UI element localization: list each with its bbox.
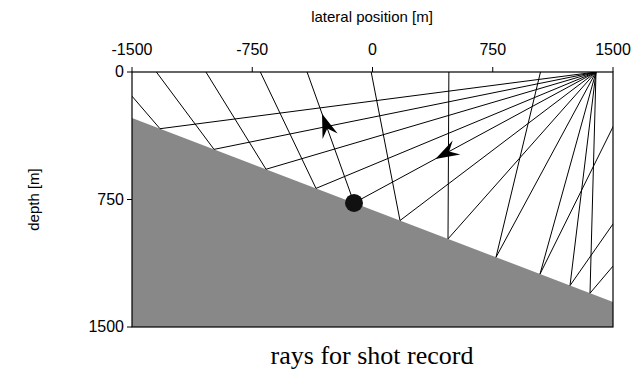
axis-ticks (127, 67, 613, 327)
axis-title: lateral position [m] (311, 9, 433, 24)
y-tick (127, 327, 132, 328)
up-ray (590, 72, 613, 293)
down-ray (160, 72, 596, 129)
up-ray (132, 72, 354, 203)
down-ray (354, 72, 596, 203)
up-ray (166, 72, 400, 221)
up-ray (132, 72, 316, 188)
ray-arrowhead (322, 114, 338, 139)
down-ray (496, 72, 596, 257)
down-ray (316, 72, 596, 188)
x-tick (492, 67, 493, 72)
down-ray (590, 72, 596, 293)
x-tick (613, 67, 614, 72)
y-tick (127, 72, 132, 73)
up-ray (132, 72, 160, 129)
tick-label: 0 (115, 64, 124, 80)
plot-frame (132, 72, 613, 327)
down-ray (540, 72, 596, 274)
down-ray (400, 72, 596, 221)
up-ray (132, 72, 266, 169)
ray-paths (132, 72, 613, 293)
figure-caption: rays for shot record (271, 343, 474, 369)
y-tick (127, 199, 132, 200)
x-tick (372, 67, 373, 72)
ray-markers (322, 114, 460, 212)
tick-label: -750 (236, 42, 268, 58)
down-ray (448, 72, 596, 239)
tick-label: 0 (368, 42, 377, 58)
down-ray (266, 72, 596, 169)
tick-label: 1500 (595, 42, 631, 58)
tick-label: 750 (479, 42, 506, 58)
axis-title: depth [m] (26, 168, 41, 231)
down-ray (214, 72, 596, 149)
reflection-point (345, 194, 363, 212)
x-tick (252, 67, 253, 72)
up-ray (540, 72, 613, 274)
tick-label: 750 (97, 192, 124, 208)
x-tick (132, 67, 133, 72)
ray-arrowhead (435, 140, 460, 158)
reflector-layer (132, 118, 613, 327)
tick-label: 1500 (88, 319, 124, 335)
up-ray (132, 72, 214, 149)
tick-label: -1500 (112, 42, 153, 58)
